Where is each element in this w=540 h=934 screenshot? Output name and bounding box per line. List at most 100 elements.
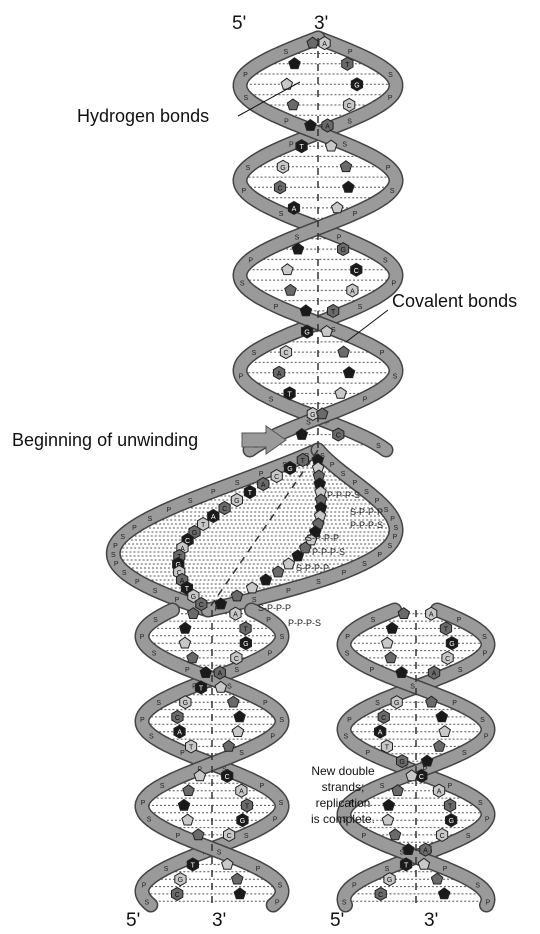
- backbone-letter: S: [244, 833, 249, 840]
- nitrogen-base-pentagon: [385, 652, 396, 663]
- nitrogen-base-pentagon: [396, 667, 407, 678]
- backbone-letter: S: [280, 634, 285, 641]
- backbone-letter: P: [352, 883, 357, 890]
- backbone-letter: P: [388, 95, 393, 102]
- backbone-letter: S: [458, 667, 463, 674]
- backbone-letter: S: [283, 49, 288, 56]
- backbone-letter: S: [380, 783, 385, 790]
- backbone-letter: S: [111, 552, 116, 559]
- backbone-letter: P: [330, 462, 335, 469]
- backbone-letter: P: [361, 833, 366, 840]
- backbone-letter: P: [342, 570, 347, 577]
- base-letter: A: [325, 124, 330, 131]
- backbone-letter: S: [252, 350, 257, 357]
- backbone-letter: S: [243, 95, 248, 102]
- backbone-letter: P: [248, 257, 253, 264]
- base-letter: A: [177, 730, 182, 737]
- backbone-letter: S: [347, 118, 352, 125]
- nitrogen-base-pentagon: [232, 873, 244, 884]
- backbone-letter: P: [393, 534, 398, 541]
- base-letter: G: [399, 759, 404, 766]
- nitrogen-base-pentagon: [439, 726, 450, 737]
- nitrogen-base-pentagon: [178, 799, 189, 810]
- nitrogen-base-pentagon: [234, 711, 245, 722]
- base-letter: C: [234, 656, 239, 663]
- backbone-letter: S: [383, 257, 388, 264]
- backbone-letter: P: [273, 816, 278, 823]
- nitrogen-base-pentagon: [232, 726, 244, 737]
- backbone-letter: S: [387, 543, 392, 550]
- base-letter: C: [222, 506, 227, 513]
- base-letter: A: [350, 288, 355, 295]
- backbone-letter: S: [364, 489, 369, 496]
- backbone-letter: S: [393, 525, 398, 532]
- backbone-letter: P: [347, 717, 352, 724]
- nitrogen-base-pentagon: [228, 696, 239, 707]
- backbone-letter: P: [270, 733, 275, 740]
- backbone-letter: P: [140, 634, 145, 641]
- backbone-letter: P: [243, 72, 248, 79]
- base-letter: G: [304, 330, 309, 337]
- backbone-letter: P: [166, 507, 171, 514]
- base-letter: T: [248, 490, 253, 497]
- backbone-letter: P: [175, 833, 180, 840]
- bottom-left-5-prime-label: 5': [126, 910, 140, 931]
- backbone-letter: P: [369, 667, 374, 674]
- base-letter: A: [429, 612, 434, 619]
- backbone-letter: P: [175, 597, 180, 604]
- backbone-letter: S: [480, 717, 485, 724]
- backbone-letter: P: [390, 516, 395, 523]
- base-letter: C: [378, 892, 383, 899]
- backbone-letter: S: [234, 667, 239, 674]
- backbone-letter: P: [268, 650, 273, 657]
- nitrogen-base-pentagon: [272, 566, 283, 577]
- nitrogen-base-pentagon: [383, 799, 394, 810]
- base-letter: G: [240, 818, 245, 825]
- base-letter: A: [217, 671, 222, 678]
- backbone-letter: S: [410, 684, 415, 691]
- backbone-letter: P: [141, 800, 146, 807]
- base-letter: C: [175, 715, 180, 722]
- backbone-letter: P: [286, 588, 291, 595]
- backbone-letter: P: [140, 717, 145, 724]
- nitrogen-base-pentagon: [289, 58, 300, 69]
- bottom-left-3-prime-label: 3': [212, 910, 226, 931]
- backbone-letter: P: [284, 118, 289, 125]
- free-nucleotide: S-P-P-P: [258, 603, 291, 613]
- base-letter: G: [340, 247, 345, 254]
- backbone-letter: P: [132, 525, 137, 532]
- bottom-right-5-prime-label: 5': [330, 910, 344, 931]
- base-letter: T: [287, 391, 292, 398]
- new-strands-label-line4: is complete.: [311, 812, 375, 826]
- base-letter: C: [445, 656, 450, 663]
- nitrogen-base-pentagon: [434, 740, 445, 751]
- base-letter: C: [347, 103, 352, 110]
- base-letter: T: [448, 803, 453, 810]
- free-nucleotide: P-P-P-S: [312, 547, 345, 557]
- backbone-letter: S: [217, 850, 222, 857]
- free-nucleotide: S-P-P-P: [296, 563, 329, 573]
- backbone-letter: S: [371, 617, 376, 624]
- backbone-letter: P: [185, 667, 190, 674]
- backbone-letter: P: [256, 866, 261, 873]
- backbone-letter: S: [240, 281, 245, 288]
- top-5-prime-label: 5': [232, 13, 246, 34]
- nitrogen-base-pentagon: [180, 622, 191, 633]
- base-letter: G: [234, 498, 239, 505]
- backbone-letter: P: [239, 373, 244, 380]
- nitrogen-base-pentagon: [234, 888, 245, 899]
- base-letter: G: [243, 641, 248, 648]
- backbone-letter: P: [484, 733, 489, 740]
- backbone-letter: S: [478, 800, 483, 807]
- backbone-letter: S: [358, 304, 363, 311]
- backbone-letter: P: [452, 700, 457, 707]
- base-letter: T: [191, 862, 196, 869]
- backbone-letter: S: [239, 750, 244, 757]
- backbone-letter: P: [114, 561, 119, 568]
- backbone-letter: S: [147, 816, 152, 823]
- backbone-letter: S: [278, 883, 283, 890]
- backbone-letter: S: [153, 617, 158, 624]
- backbone-letter: P: [386, 165, 391, 172]
- nitrogen-base-pentagon: [386, 622, 397, 633]
